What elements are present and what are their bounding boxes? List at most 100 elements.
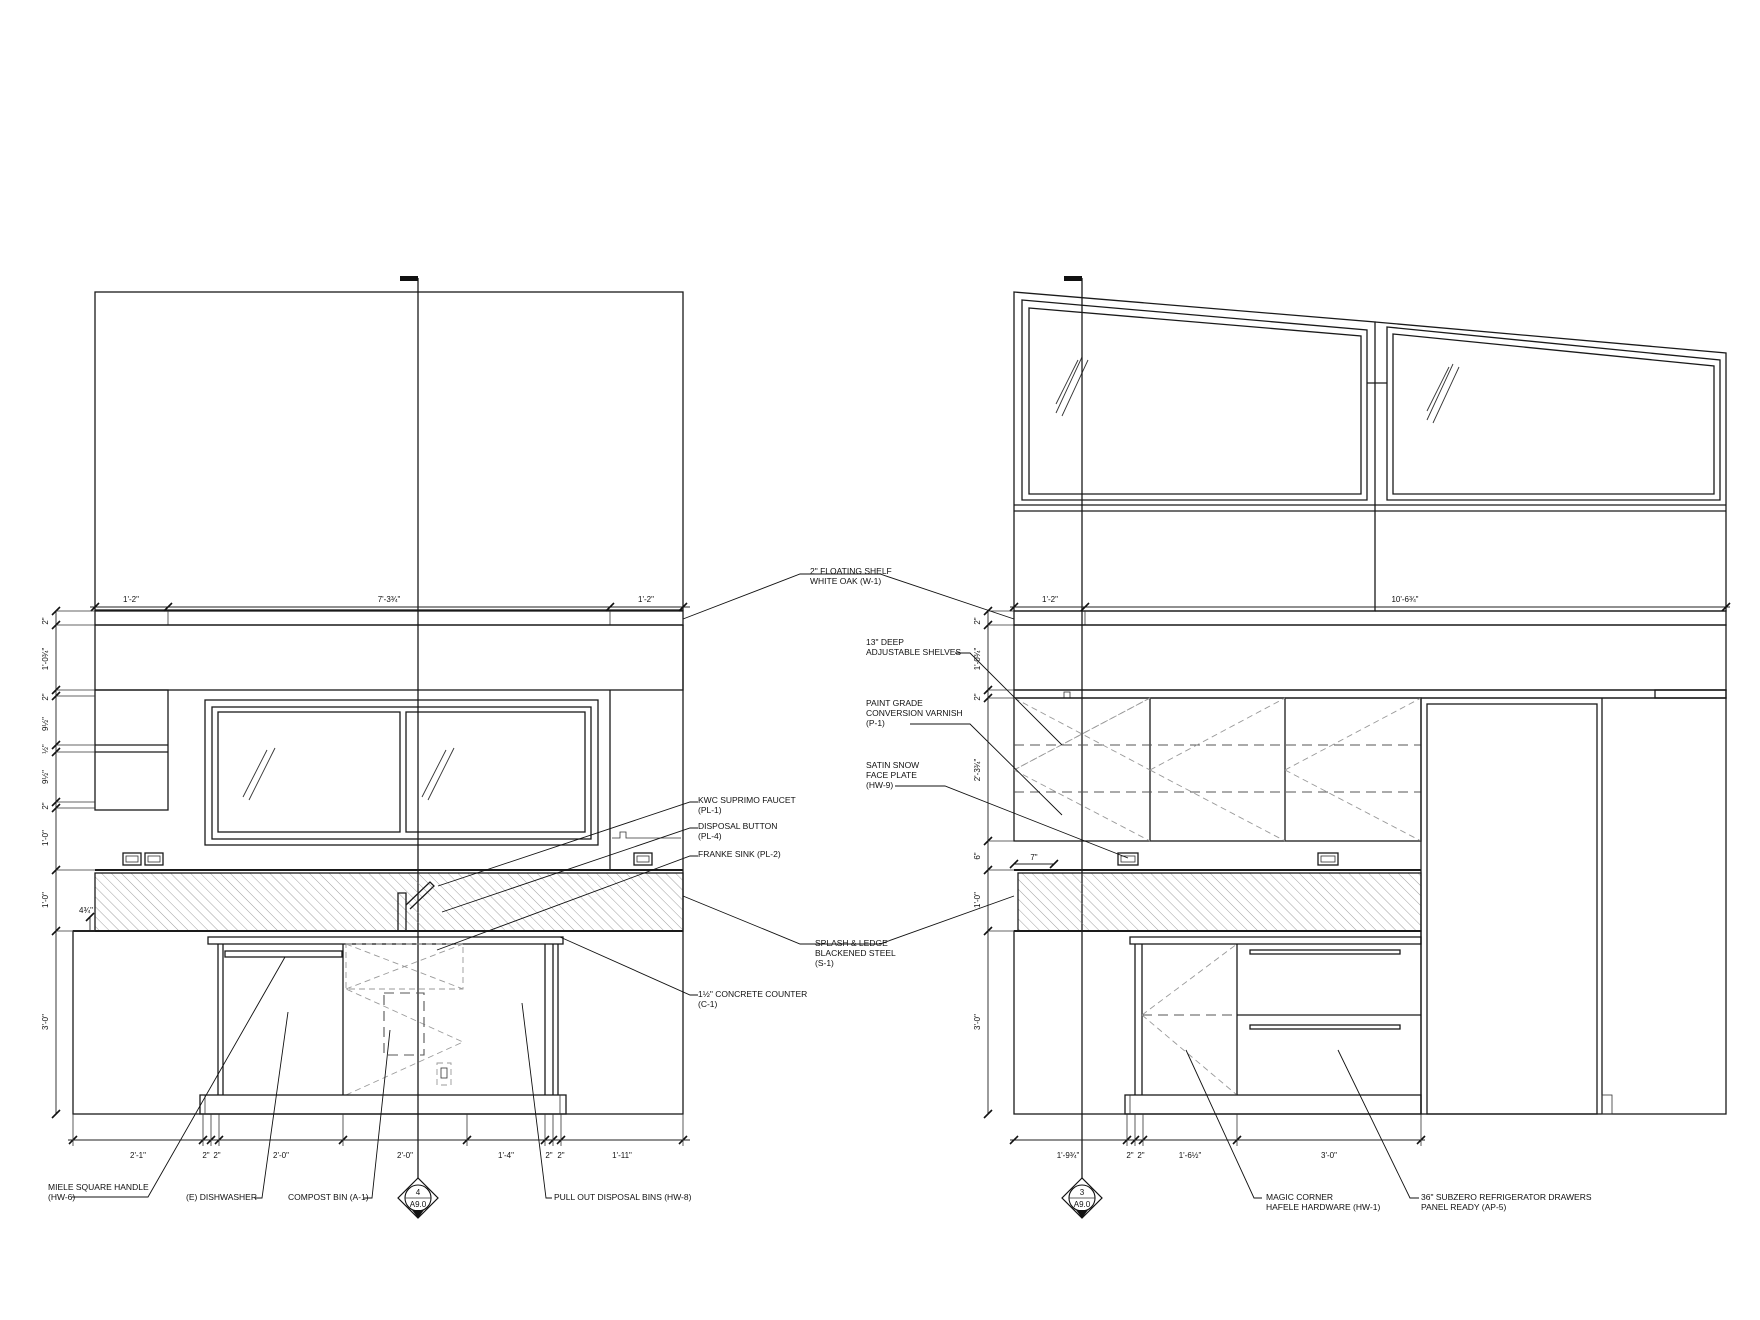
left-dim-side-6: 9½" xyxy=(41,770,50,784)
note-compost: COMPOST BIN (A-1) xyxy=(288,1192,369,1202)
left-dim-side-7: 2" xyxy=(41,802,50,809)
note-splash-1: SPLASH & LEDGE xyxy=(815,938,888,948)
left-elevation-tag: 4 A9.0 xyxy=(397,1177,439,1219)
right-toe-kick xyxy=(1124,1094,1422,1115)
clerestory-window-2 xyxy=(1386,326,1721,501)
note-sink: FRANKE SINK (PL-2) xyxy=(698,849,781,859)
right-outlet-2 xyxy=(1317,852,1339,866)
left-dim-bottom-9: 1'-11" xyxy=(612,1151,632,1160)
left-outlet-2 xyxy=(633,852,653,866)
right-upper-cabinets xyxy=(1013,697,1422,842)
note-satin-snow-2: FACE PLATE xyxy=(866,770,917,780)
compost-bin-ghost xyxy=(383,992,425,1056)
note-miele-1: MIELE SQUARE HANDLE xyxy=(48,1182,149,1192)
note-faucet-1: KWC SUPRIMO FAUCET xyxy=(698,795,796,805)
leader-paint-grade xyxy=(910,723,1063,816)
drawer-handle-2 xyxy=(1249,1024,1401,1030)
right-dim-side-5: 6" xyxy=(973,852,982,859)
left-dim-side-8: 1'-0" xyxy=(41,830,50,846)
drawer-handle-1 xyxy=(1249,949,1401,955)
right-dim-bottom-1: 1'-9¾" xyxy=(1057,1151,1080,1160)
right-upper-band xyxy=(1013,624,1727,691)
right-dim-side-7: 3'-0" xyxy=(973,1014,982,1030)
right-dim-side-1: 2" xyxy=(973,617,982,624)
right-dim-side-2: 1'-0¾" xyxy=(973,648,982,671)
note-faucet-2: (PL-1) xyxy=(698,805,722,815)
leader-sink xyxy=(436,855,698,951)
right-elevation-tag: 3 A9.0 xyxy=(1061,1177,1103,1219)
right-wall-left xyxy=(1013,291,1376,612)
left-upper-band xyxy=(94,624,684,691)
left-tag-number: 4 xyxy=(416,1188,421,1197)
note-paint-grade-2: CONVERSION VARNISH xyxy=(866,708,963,718)
faucet xyxy=(397,892,407,931)
left-dim-side-4: 9½" xyxy=(41,717,50,731)
left-dim-side-3: 2" xyxy=(41,693,50,700)
left-dim-bottom-7: 2" xyxy=(545,1151,552,1160)
note-subzero-2: PANEL READY (AP-5) xyxy=(1421,1202,1507,1212)
left-dim-side-11: 3'-0" xyxy=(41,1014,50,1030)
right-dim-top-2: 10'-6¾" xyxy=(1391,595,1418,604)
leader-splash xyxy=(682,895,1015,945)
left-dim-side-9: 1'-0" xyxy=(41,892,50,908)
left-outlet-1 xyxy=(122,852,164,866)
right-elevation: 1'-2" 10'-6¾" 2" 1'-0¾" 2" 2'-3¾" 6" 1'-… xyxy=(973,276,1731,1219)
left-floating-shelf xyxy=(94,610,684,626)
tall-panel-cabinet xyxy=(1420,697,1727,1115)
right-dim-bottom-4: 1'-6½" xyxy=(1179,1151,1202,1160)
right-dim-top-1: 1'-2" xyxy=(1042,595,1058,604)
leader-floating-shelf xyxy=(682,573,1015,620)
note-miele-2: (HW-6) xyxy=(48,1192,75,1202)
note-paint-grade-1: PAINT GRADE xyxy=(866,698,923,708)
left-dim-top-2: 7'-3¾" xyxy=(378,595,401,604)
note-splash-3: (S-1) xyxy=(815,958,834,968)
right-dim-side-6: 1'-0" xyxy=(973,892,982,908)
left-section-flag xyxy=(400,276,418,281)
clerestory-window-1 xyxy=(1021,299,1368,501)
left-dim-bottom-4: 2'-0" xyxy=(273,1151,289,1160)
left-dim-side-5: ½" xyxy=(41,744,50,754)
right-dim-side-4: 2'-3¾" xyxy=(973,759,982,782)
left-tag-sheet: A9.0 xyxy=(410,1200,427,1209)
left-dim-side-1: 2" xyxy=(41,617,50,624)
left-dim-bottom-3: 2" xyxy=(213,1151,220,1160)
left-wall-outline xyxy=(94,291,684,611)
left-dim-bottom-6: 1'-4" xyxy=(498,1151,514,1160)
leader-adjustable-shelves xyxy=(955,652,1063,746)
leader-miele xyxy=(72,956,286,1198)
right-dim-side-3: 2" xyxy=(973,693,982,700)
right-backsplash xyxy=(1017,872,1422,932)
leader-counter xyxy=(559,936,698,996)
left-dim-bottom-1: 2'-1" xyxy=(130,1151,146,1160)
leader-disposal-button xyxy=(441,827,698,913)
right-tag-number: 3 xyxy=(1080,1188,1085,1197)
left-window-frame xyxy=(204,699,599,846)
left-dim-side-2: 1'-0¾" xyxy=(41,648,50,671)
left-dim-bottom-2: 2" xyxy=(202,1151,209,1160)
left-counter-top xyxy=(207,936,564,945)
tall-panel-door xyxy=(1426,703,1598,1115)
right-outlet-1 xyxy=(1117,852,1139,866)
right-dim-seven: 7" xyxy=(1030,853,1037,862)
left-base-cabinet xyxy=(72,930,684,1115)
right-tag-sheet: A9.0 xyxy=(1074,1200,1091,1209)
note-magic-corner-2: HAFELE HARDWARE (HW-1) xyxy=(1266,1202,1380,1212)
right-dim-bottom-5: 3'-0" xyxy=(1321,1151,1337,1160)
note-adjustable-shelves-1: 13" DEEP xyxy=(866,637,904,647)
left-dim-top-1: 1'-2" xyxy=(123,595,139,604)
note-disposal-button-2: (PL-4) xyxy=(698,831,722,841)
left-dim-side-10: 4¾" xyxy=(79,906,93,915)
note-pullout: PULL OUT DISPOSAL BINS (HW-8) xyxy=(554,1192,692,1202)
note-satin-snow-1: SATIN SNOW xyxy=(866,760,919,770)
leader-pullout xyxy=(521,1002,552,1199)
note-paint-grade-3: (P-1) xyxy=(866,718,885,728)
leader-faucet xyxy=(437,801,698,887)
left-backsplash xyxy=(94,872,684,932)
note-disposal-button-1: DISPOSAL BUTTON xyxy=(698,821,777,831)
leader-dishwasher xyxy=(255,1011,289,1199)
right-dim-bottom-2: 2" xyxy=(1126,1151,1133,1160)
leader-subzero xyxy=(1337,1049,1419,1199)
note-floating-shelf-2: WHITE OAK (W-1) xyxy=(810,576,881,586)
callouts: 2" FLOATING SHELF WHITE OAK (W-1) 13" DE… xyxy=(48,566,1592,1212)
